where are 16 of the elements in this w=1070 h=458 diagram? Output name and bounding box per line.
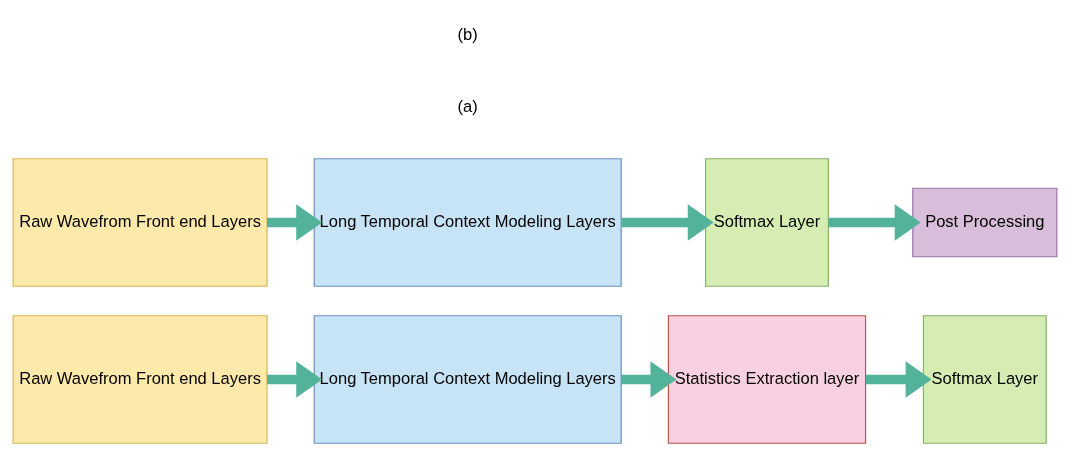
arrow xyxy=(267,204,323,241)
node-box: Post Processing xyxy=(912,187,1058,258)
node-box: Statistics Extraction layer xyxy=(667,315,867,444)
node-box: Softmax Layer xyxy=(922,315,1047,444)
arrow xyxy=(828,204,921,241)
arrow xyxy=(267,361,323,398)
label: (b) xyxy=(457,25,478,45)
arrow xyxy=(621,204,714,241)
node-box: Softmax Layer xyxy=(705,158,829,287)
node-box: Long Temporal Context Modeling Layers xyxy=(313,315,622,444)
node-box: Long Temporal Context Modeling Layers xyxy=(313,158,622,287)
arrow xyxy=(621,361,677,398)
arrow xyxy=(865,361,932,398)
node-box: Raw Wavefrom Front end Layers xyxy=(12,315,268,444)
label: (a) xyxy=(457,97,478,117)
node-box: Raw Wavefrom Front end Layers xyxy=(12,158,268,287)
